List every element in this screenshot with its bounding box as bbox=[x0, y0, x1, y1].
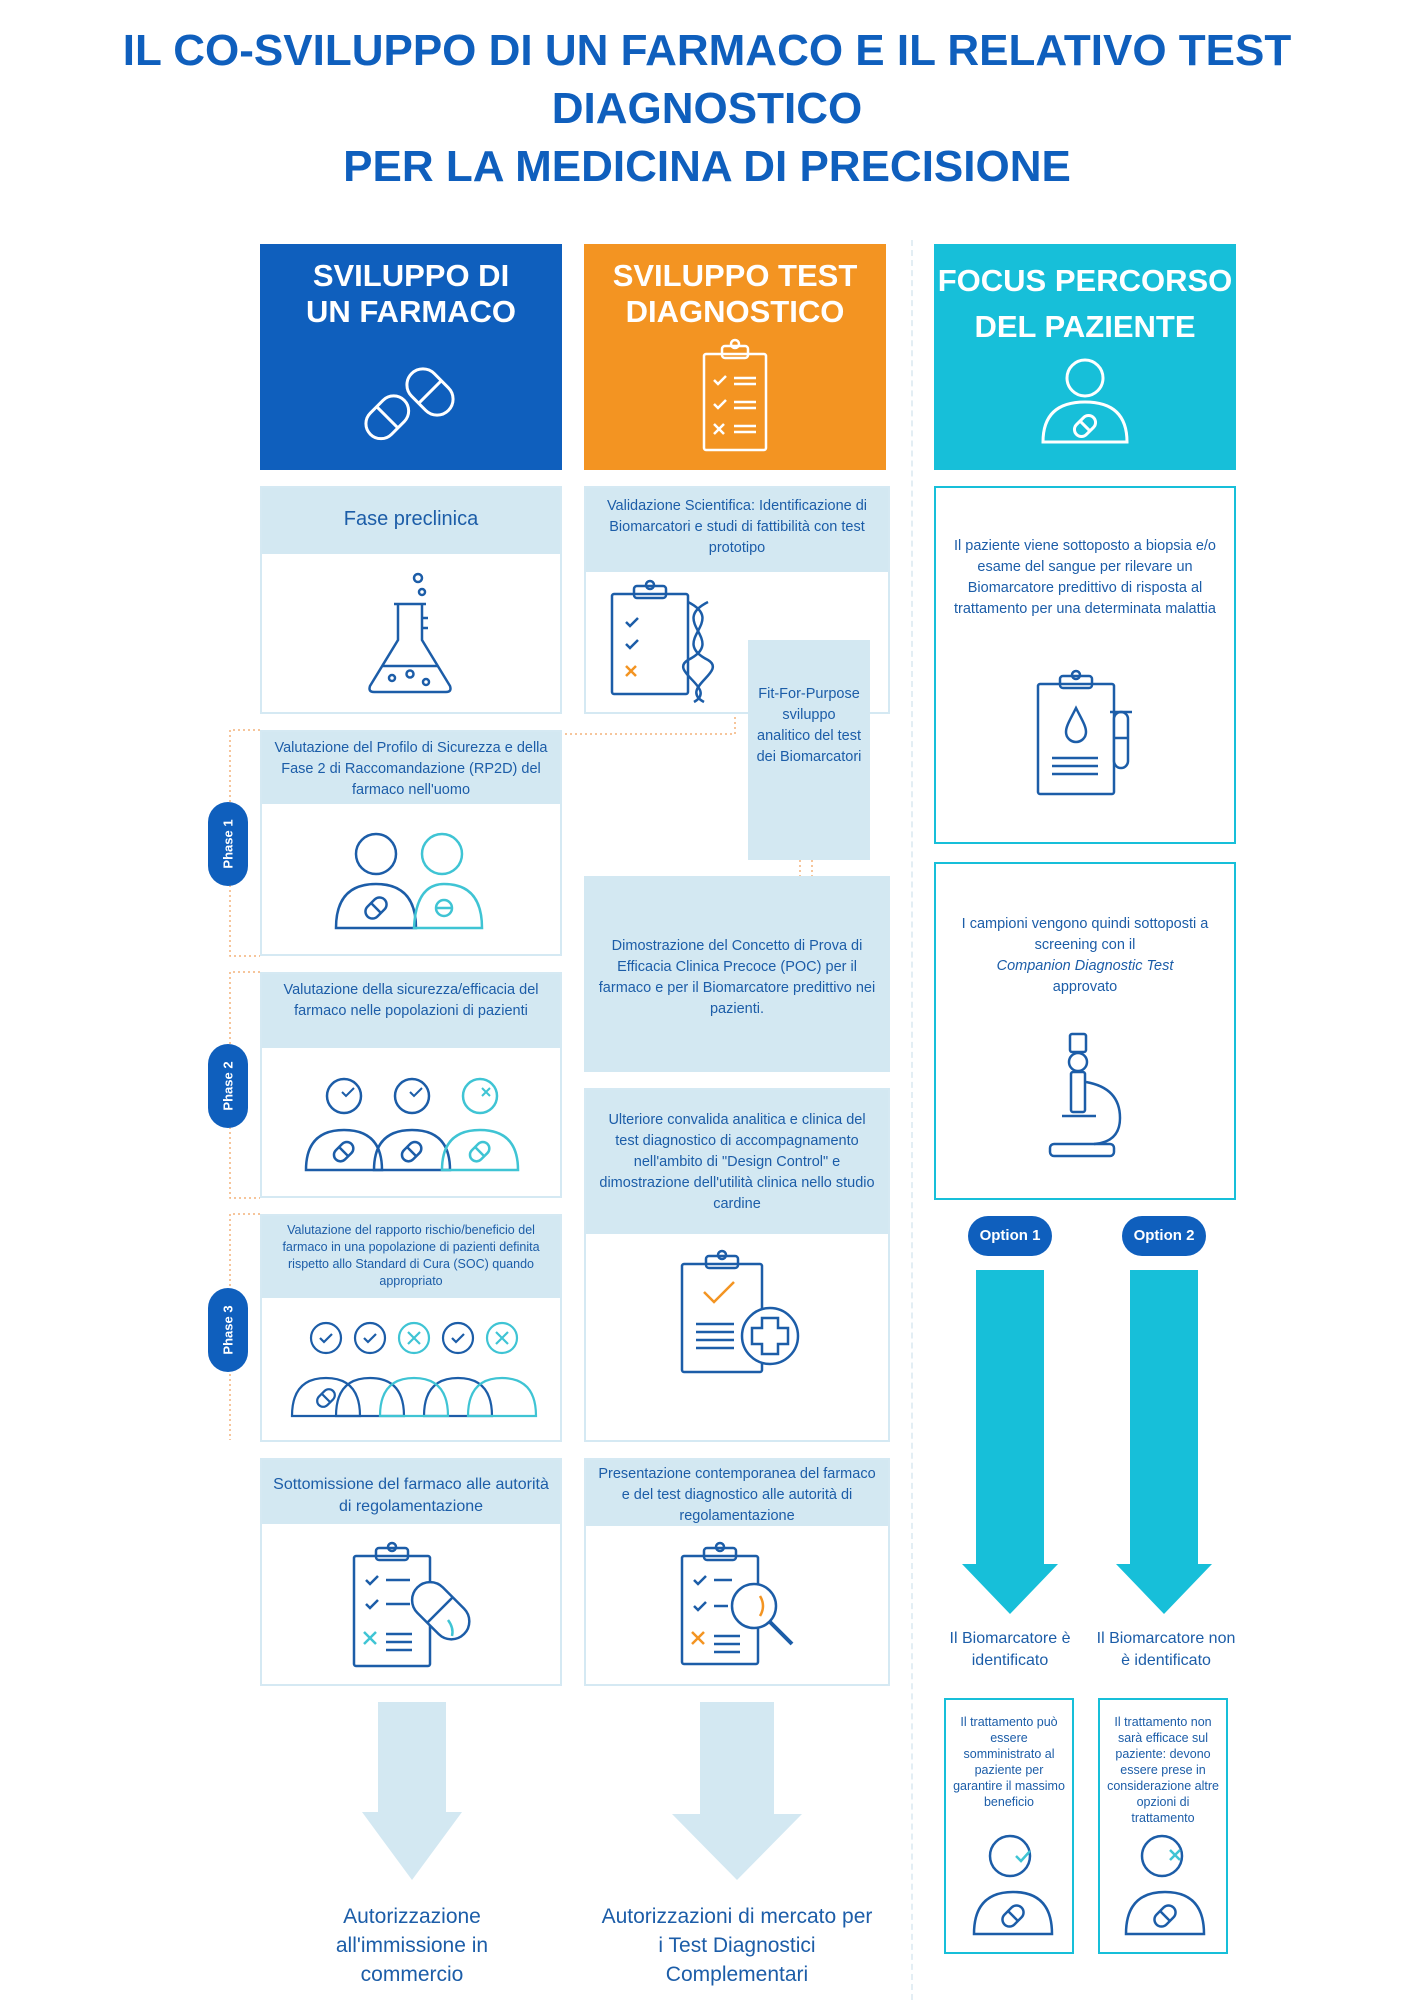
screening-text-em: Companion Diagnostic Test bbox=[996, 958, 1174, 974]
clipboard-dna-icon bbox=[610, 579, 715, 704]
test-design-control-caption: Ulteriore convalida analitica e clinica … bbox=[586, 1090, 888, 1234]
test-outcome-label: Autorizzazioni di mercato per i Test Dia… bbox=[601, 1905, 873, 1986]
drug-phase3-caption: Valutazione del rapporto rischio/benefic… bbox=[262, 1216, 560, 1298]
drug-phase1-caption: Valutazione del Profilo di Sicurezza e d… bbox=[262, 732, 560, 804]
phase-3-badge: Phase 3 bbox=[208, 1288, 248, 1372]
title-line-1: IL CO-SVILUPPO DI UN FARMACO E IL RELATI… bbox=[122, 26, 1292, 75]
drug-submission-caption: Sottomissione del farmaco alle autorità … bbox=[262, 1460, 560, 1524]
screening-text-post: approvato bbox=[1052, 979, 1118, 995]
clipboard-capsule-icon bbox=[352, 1541, 471, 1668]
drug-down-arrow bbox=[362, 1702, 462, 1880]
drug-step-phase-1: Valutazione del Profilo di Sicurezza e d… bbox=[260, 730, 562, 956]
patient-screening-text: I campioni vengono quindi sottoposti a s… bbox=[944, 914, 1226, 998]
option-2-pill: Option 2 bbox=[1122, 1216, 1206, 1256]
treatment-yes-box: Il trattamento può essere somministrato … bbox=[944, 1698, 1074, 1954]
test-validation-caption: Validazione Scientifica: Identificazione… bbox=[586, 488, 888, 572]
phase-2-label: Phase 2 bbox=[220, 1061, 236, 1111]
treatment-no-box: Il trattamento non sarà efficace sul paz… bbox=[1098, 1698, 1228, 1954]
drug-phase2-caption: Valutazione della sicurezza/efficacia de… bbox=[262, 974, 560, 1048]
capsule-pills-icon bbox=[364, 367, 455, 441]
title-line-2: DIAGNOSTICO bbox=[551, 84, 863, 133]
page-title: IL CO-SVILUPPO DI UN FARMACO E IL RELATI… bbox=[0, 22, 1414, 196]
test-step-poc: Dimostrazione del Concetto di Prova di E… bbox=[584, 876, 890, 1072]
header-patient-focus: FOCUS PERCORSO DEL PAZIENTE bbox=[934, 244, 1236, 470]
phase-3-label: Phase 3 bbox=[220, 1305, 236, 1355]
two-patients-icon bbox=[334, 832, 484, 930]
test-step-validation: Validazione Scientifica: Identificazione… bbox=[584, 486, 890, 714]
header-drug-title: SVILUPPO DI UN FARMACO bbox=[305, 258, 517, 329]
drug-step-submission: Sottomissione del farmaco alle autorità … bbox=[260, 1458, 562, 1686]
clipboard-magnifier-icon bbox=[680, 1541, 794, 1666]
title-line-3: PER LA MEDICINA DI PRECISIONE bbox=[343, 142, 1071, 191]
test-step-submission: Presentazione contemporanea del farmaco … bbox=[584, 1458, 890, 1686]
patient-icon bbox=[1041, 358, 1129, 444]
biomarker-not-identified-label: Il Biomarcatore non è identificato bbox=[1096, 1630, 1236, 1669]
phase-brackets bbox=[229, 729, 260, 1440]
drug-step-phase-3: Valutazione del rapporto rischio/benefic… bbox=[260, 1214, 562, 1442]
drug-step-phase-2: Valutazione della sicurezza/efficacia de… bbox=[260, 972, 562, 1198]
clipboard-medical-cross-icon bbox=[680, 1249, 800, 1374]
patient-step-biopsy: Il paziente viene sottoposto a biopsia e… bbox=[934, 486, 1236, 844]
option-2-arrow bbox=[1116, 1270, 1212, 1614]
phase-2-badge: Phase 2 bbox=[208, 1044, 248, 1128]
patient-step-screening: I campioni vengono quindi sottoposti a s… bbox=[934, 862, 1236, 1200]
column-separator bbox=[911, 240, 913, 2000]
treatment-no-text: Il trattamento non sarà efficace sul paz… bbox=[1107, 1715, 1219, 1825]
header-test-development: SVILUPPO TEST DIAGNOSTICO bbox=[584, 244, 886, 470]
patient-treated-icon bbox=[972, 1834, 1054, 1936]
patient-not-treated-icon bbox=[1124, 1834, 1206, 1936]
biomarker-identified-label: Il Biomarcatore è identificato bbox=[949, 1630, 1071, 1669]
header-patient-title: FOCUS PERCORSO DEL PAZIENTE bbox=[937, 263, 1233, 344]
five-patients-icon bbox=[290, 1321, 538, 1418]
phase-1-badge: Phase 1 bbox=[208, 802, 248, 886]
test-step-design-control: Ulteriore convalida analitica e clinica … bbox=[584, 1088, 890, 1442]
patient-biopsy-text: Il paziente viene sottoposto a biopsia e… bbox=[954, 538, 1216, 617]
screening-text-pre: I campioni vengono quindi sottoposti a s… bbox=[961, 916, 1209, 953]
microscope-icon bbox=[1048, 1032, 1122, 1158]
header-test-title: SVILUPPO TEST DIAGNOSTICO bbox=[612, 258, 858, 329]
option-1-arrow bbox=[962, 1270, 1058, 1614]
option-1-pill: Option 1 bbox=[968, 1216, 1052, 1256]
drug-step-preclinical: Fase preclinica bbox=[260, 486, 562, 714]
treatment-yes-text: Il trattamento può essere somministrato … bbox=[953, 1715, 1065, 1809]
test-down-arrow bbox=[672, 1702, 802, 1880]
drug-preclinical-caption: Fase preclinica bbox=[262, 488, 560, 554]
phase-1-label: Phase 1 bbox=[220, 819, 236, 869]
clipboard-blood-test-icon bbox=[1036, 669, 1132, 796]
drug-outcome-label: Autorizzazione all'immissione in commerc… bbox=[335, 1905, 489, 1986]
test-submission-caption: Presentazione contemporanea del farmaco … bbox=[586, 1460, 888, 1526]
test-fit-for-purpose: Fit-For-Purpose sviluppo analitico del t… bbox=[748, 640, 870, 860]
three-patients-icon bbox=[304, 1077, 520, 1172]
header-drug-development: SVILUPPO DI UN FARMACO bbox=[260, 244, 562, 470]
clipboard-checklist-icon bbox=[702, 338, 768, 452]
flask-icon bbox=[368, 572, 452, 694]
